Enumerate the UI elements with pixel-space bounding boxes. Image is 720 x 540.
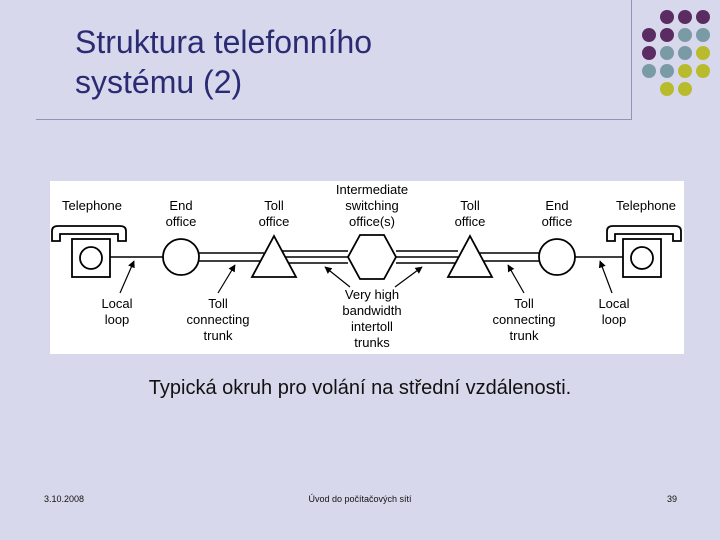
label-local-loop-right-1: Local: [598, 296, 629, 311]
label-end-office-left-2: office: [166, 214, 197, 229]
toll-trunk-lines-right: [474, 252, 539, 262]
end-office-left-node: [162, 238, 200, 276]
label-toll-office-right-1: Toll: [460, 198, 480, 213]
label-intermediate-3: office(s): [349, 214, 395, 229]
end-office-right-node: [538, 238, 576, 276]
decorative-dot: [660, 64, 674, 78]
telephone-right-icon: [606, 225, 682, 278]
decorative-dot: [642, 28, 656, 42]
label-toll-office-right-2: office: [455, 214, 486, 229]
decorative-dot: [678, 82, 692, 96]
label-local-loop-right-2: loop: [602, 312, 627, 327]
toll-office-left-node: [250, 234, 298, 278]
arrow-toll-trunk-left: [217, 264, 236, 294]
toll-office-right-node: [446, 234, 494, 278]
label-local-loop-left-1: Local: [101, 296, 132, 311]
slide-title-line-1: Struktura telefonního: [75, 24, 373, 60]
decorative-dot-grid: [642, 10, 710, 96]
footer-course-title: Úvod do počítačových sítí: [308, 494, 412, 504]
label-toll-trunk-left-3: trunk: [204, 328, 233, 343]
decorative-dot: [678, 64, 692, 78]
label-toll-trunk-right-2: connecting: [493, 312, 556, 327]
decorative-dot: [660, 10, 674, 24]
decorative-dot: [678, 28, 692, 42]
label-telephone-left: Telephone: [62, 198, 122, 213]
arrow-toll-trunk-right: [507, 264, 525, 294]
decorative-dot: [660, 82, 674, 96]
label-toll-trunk-left-1: Toll: [208, 296, 228, 311]
decorative-dot: [696, 46, 710, 60]
label-end-office-left-1: End: [169, 198, 192, 213]
decorative-dot: [678, 10, 692, 24]
figure-caption: Typická okruh pro volání na střední vzdá…: [148, 377, 572, 399]
label-end-office-right-2: office: [542, 214, 573, 229]
label-intertoll-2: bandwidth: [342, 303, 401, 318]
arrow-intertoll-left: [324, 266, 351, 288]
label-intermediate-2: switching: [345, 198, 398, 213]
decorative-dot: [642, 46, 656, 60]
arrow-local-loop-left: [119, 260, 135, 294]
toll-trunk-lines-left: [199, 252, 264, 262]
decorative-dot: [696, 10, 710, 24]
slide-title-line-2: systému (2): [75, 64, 243, 100]
arrow-local-loop-right: [598, 260, 613, 294]
label-intertoll-4: trunks: [354, 335, 390, 350]
footer-page-number: 39: [666, 494, 677, 504]
label-local-loop-left-2: loop: [105, 312, 130, 327]
label-toll-trunk-right-1: Toll: [514, 296, 534, 311]
telephone-left-icon: [51, 225, 127, 278]
decorative-dot: [660, 46, 674, 60]
label-toll-trunk-left-2: connecting: [187, 312, 250, 327]
footer-date: 3.10.2008: [44, 494, 85, 504]
label-intermediate-1: Intermediate: [336, 182, 408, 197]
intertoll-trunk-lines-right: [396, 250, 458, 264]
decorative-dot: [642, 64, 656, 78]
telephone-system-diagram: Telephone End office Toll office Interme…: [50, 181, 684, 354]
decorative-dot: [696, 64, 710, 78]
label-intertoll-3: intertoll: [351, 319, 393, 334]
label-toll-trunk-right-3: trunk: [510, 328, 539, 343]
label-telephone-right: Telephone: [616, 198, 676, 213]
title-divider-vertical: [631, 0, 632, 120]
label-toll-office-left-1: Toll: [264, 198, 284, 213]
decorative-dot: [678, 46, 692, 60]
label-end-office-right-1: End: [545, 198, 568, 213]
arrow-intertoll-right: [394, 266, 423, 288]
intermediate-switching-office-node: [346, 234, 398, 280]
decorative-dot: [696, 28, 710, 42]
slide-title: Struktura telefonního systému (2): [75, 22, 595, 102]
label-toll-office-left-2: office: [259, 214, 290, 229]
intertoll-trunk-lines-left: [282, 250, 348, 264]
decorative-dot: [660, 28, 674, 42]
label-intertoll-1: Very high: [345, 287, 399, 302]
title-divider-horizontal: [36, 119, 632, 120]
